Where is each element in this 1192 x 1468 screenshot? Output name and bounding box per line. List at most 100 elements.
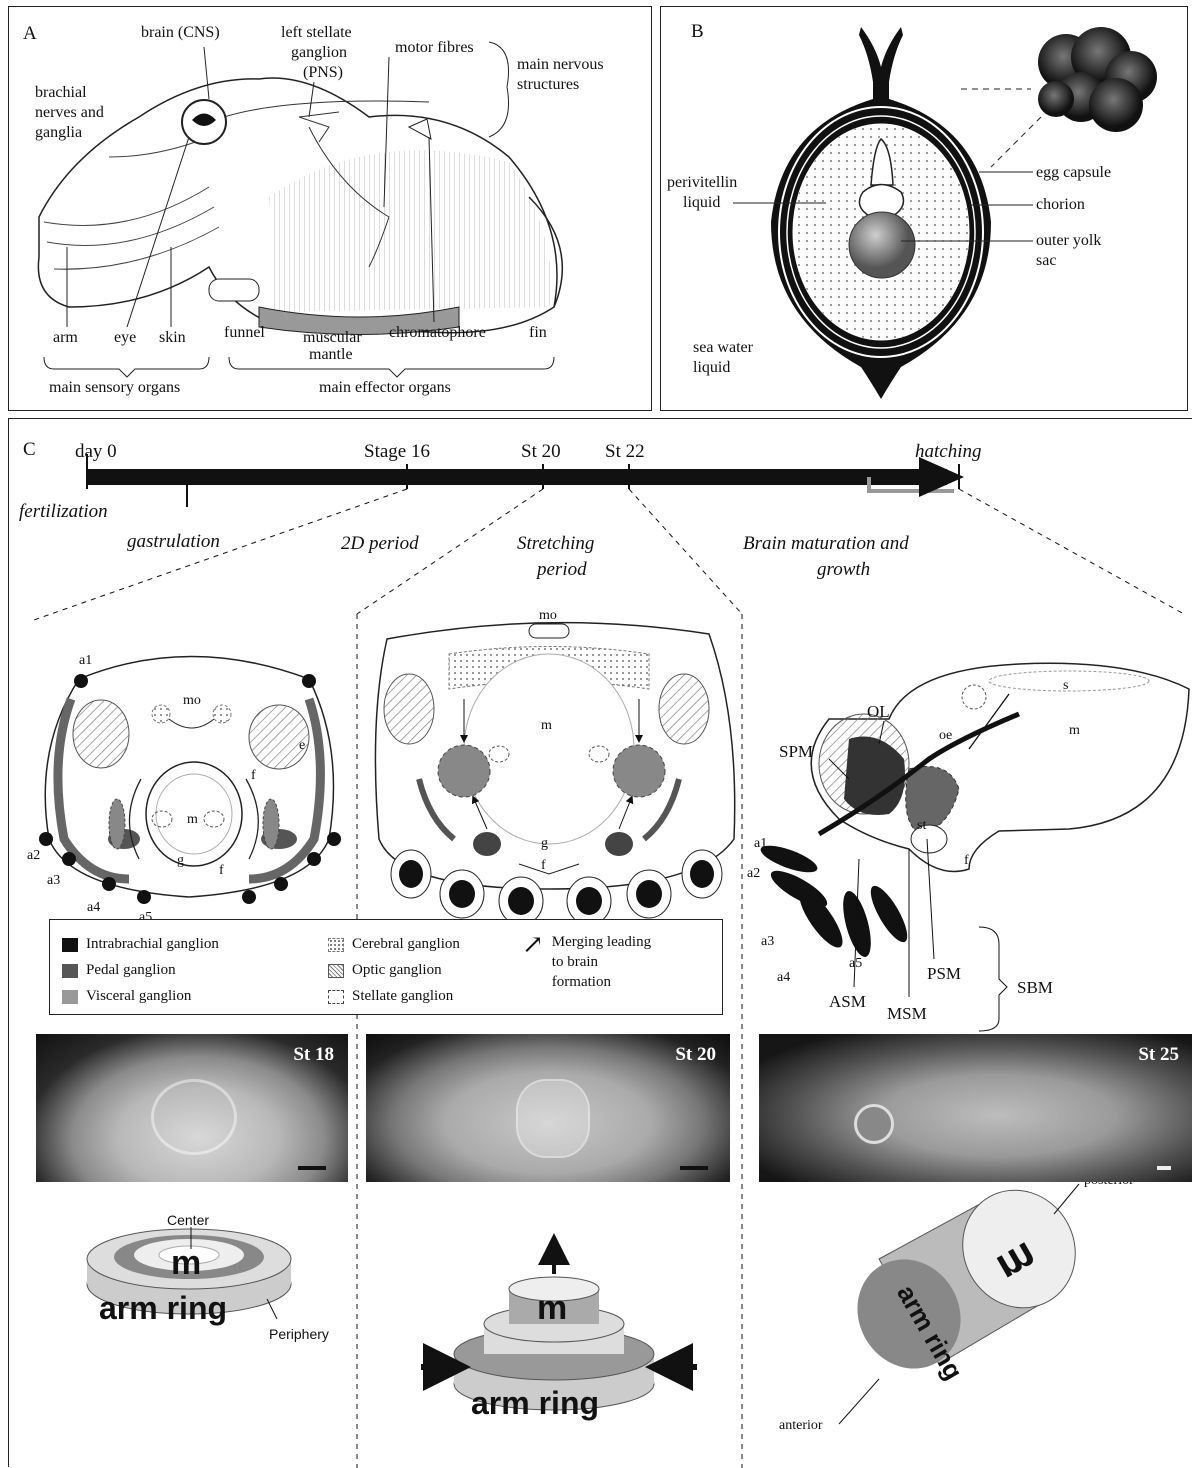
label-outer-yolk-2: sac	[1036, 252, 1056, 269]
legend-optic: Optic ganglion	[328, 962, 442, 979]
right-m: m	[1069, 723, 1080, 738]
panel-a: A brain (CNS) left stellate	[8, 6, 652, 411]
middle-mo: mo	[539, 608, 557, 623]
legend-intrabrachial: Intrabrachial ganglion	[62, 936, 219, 953]
model2-m: m	[537, 1289, 567, 1327]
right-a2: a2	[747, 866, 760, 881]
legend-pedal: Pedal ganglion	[62, 962, 176, 979]
label-main-nervous-2: structures	[517, 76, 579, 93]
right-s: s	[1063, 678, 1068, 693]
legend-cerebral-label: Cerebral ganglion	[352, 936, 460, 953]
label-egg-capsule: egg capsule	[1036, 164, 1111, 181]
left-a2: a2	[27, 848, 40, 863]
left-e: e	[299, 738, 305, 753]
swatch-intrabrachial	[62, 938, 78, 952]
photo-st25-label: St 25	[1138, 1044, 1179, 1066]
model-growth-period: m arm ring posterior anterior	[779, 1170, 1134, 1433]
label-brachial-3: ganglia	[35, 124, 82, 141]
photo-st18-label: St 18	[293, 1044, 334, 1066]
label-skin: skin	[159, 329, 186, 346]
swatch-optic	[328, 964, 344, 978]
swatch-visceral	[62, 990, 78, 1004]
label-main-nervous-1: main nervous	[517, 56, 604, 73]
cuttlefish-anatomy-diagram: A brain (CNS) left stellate	[9, 7, 653, 412]
swatch-stellate	[328, 990, 344, 1004]
label-stellate-3: (PNS)	[303, 64, 343, 81]
legend-cerebral: Cerebral ganglion	[328, 936, 460, 953]
model1-m: m	[171, 1244, 201, 1282]
label-stellate-1: left stellate	[281, 24, 352, 41]
middle-g: g	[541, 836, 548, 851]
model-stretching-period: m arm ring	[421, 1249, 697, 1421]
timeline-st20: St 20	[521, 441, 561, 462]
right-a1: a1	[754, 836, 767, 851]
label-motor-fibres: motor fibres	[395, 39, 474, 56]
stage20-schematic: mo m g f	[375, 608, 734, 925]
label-sea-water-1: sea water	[693, 339, 754, 356]
label-stellate-2: ganglion	[291, 44, 347, 61]
label-sea-water-2: liquid	[693, 359, 730, 376]
timeline-stretching-2: period	[535, 559, 587, 580]
label-brachial-2: nerves and	[35, 104, 104, 121]
model1-arm-ring: arm ring	[99, 1290, 227, 1326]
scale-bar	[1157, 1166, 1171, 1170]
right-st: st	[917, 818, 926, 833]
timeline-stage16: Stage 16	[364, 441, 430, 462]
legend-stellate-label: Stellate ganglion	[352, 988, 453, 1005]
model-2d-period: Center m arm ring Periphery	[87, 1212, 329, 1342]
photo-st20-embryo	[516, 1079, 590, 1158]
left-a3: a3	[47, 873, 60, 888]
right-a4: a4	[777, 970, 790, 985]
label-brain: brain (CNS)	[141, 24, 220, 41]
label-funnel: funnel	[224, 324, 265, 341]
legend-intrabrachial-label: Intrabrachial ganglion	[86, 936, 219, 953]
label-outer-yolk-1: outer yolk	[1036, 232, 1101, 249]
scale-bar	[680, 1166, 708, 1170]
panel-c: C day 0 Stage 16 St 20 St 22 hatching fe…	[8, 418, 1192, 1467]
photo-st20-label: St 20	[675, 1044, 716, 1066]
timeline-st22: St 22	[605, 441, 645, 462]
right-f: f	[964, 853, 969, 868]
left-a1: a1	[79, 653, 92, 668]
legend-merge-text: Merging leading to brain formation	[552, 932, 651, 992]
right-oe: oe	[939, 728, 952, 743]
scale-bar	[298, 1166, 326, 1170]
label-perivitellin-2: liquid	[683, 194, 720, 211]
label-eye: eye	[114, 329, 136, 346]
merge-arrow-icon: ↗	[522, 932, 544, 958]
left-m: m	[187, 812, 198, 827]
label-muscular-2: mantle	[309, 346, 353, 363]
panel-b-letter: B	[691, 21, 704, 42]
swatch-cerebral	[328, 938, 344, 952]
photo-st18-embryo	[151, 1079, 237, 1155]
timeline-day0: day 0	[75, 441, 117, 462]
timeline-2d-period: 2D period	[341, 533, 419, 554]
panel-c-letter: C	[23, 439, 36, 460]
swatch-pedal	[62, 964, 78, 978]
timeline-stretching-1: Stretching	[517, 533, 594, 554]
timeline-fertilization: fertilization	[19, 501, 108, 522]
middle-f: f	[541, 858, 546, 873]
legend-optic-label: Optic ganglion	[352, 962, 442, 979]
label-brachial-1: brachial	[35, 84, 87, 101]
left-f1: f	[251, 768, 256, 783]
timeline-brain-2: growth	[817, 559, 870, 580]
funnel-shape	[209, 279, 259, 301]
label-sensory: main sensory organs	[49, 379, 180, 396]
right-spm: SPM	[779, 742, 813, 761]
ganglion-legend: Intrabrachial ganglion Pedal ganglion Vi…	[49, 919, 723, 1015]
legend-pedal-label: Pedal ganglion	[86, 962, 176, 979]
right-sbm: SBM	[1017, 978, 1053, 997]
left-f2: f	[219, 863, 224, 878]
right-a3: a3	[761, 934, 774, 949]
legend-merge-1: Merging leading	[552, 932, 651, 952]
label-muscular-1: muscular	[303, 329, 362, 346]
panel-b: B egg capsule chorion outer yolk sac per…	[660, 6, 1188, 411]
legend-visceral-label: Visceral ganglion	[86, 988, 191, 1005]
stage18-schematic: a1 a2 a3 a4 a5 mo m e f f g	[27, 653, 341, 925]
middle-m: m	[541, 718, 552, 733]
label-arm: arm	[53, 329, 78, 346]
model3-anterior: anterior	[779, 1418, 823, 1433]
label-chorion: chorion	[1036, 196, 1085, 213]
label-perivitellin-1: perivitellin	[667, 174, 737, 191]
